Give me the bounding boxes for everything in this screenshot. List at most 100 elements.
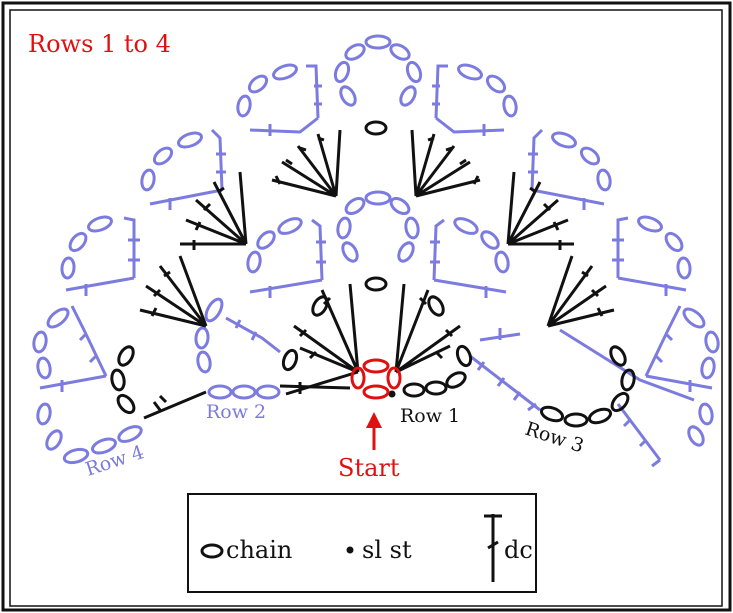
chain-symbol-icon — [45, 429, 63, 451]
chain-symbol-icon — [311, 295, 329, 317]
diagram-title: Rows 1 to 4 — [28, 30, 171, 58]
chain-symbol-icon — [563, 412, 589, 428]
chain-symbol-icon — [455, 344, 473, 368]
chain-symbol-icon — [68, 231, 88, 253]
chain-symbol-icon — [247, 74, 269, 94]
chain-symbol-icon — [609, 345, 627, 367]
chain-symbol-icon — [207, 384, 233, 400]
chain-symbol-icon — [389, 196, 411, 216]
chain-symbol-icon — [32, 330, 48, 354]
chain-symbol-icon — [704, 330, 720, 354]
chain-symbol-icon — [445, 371, 467, 389]
chain-symbol-icon — [502, 94, 518, 118]
chain-symbol-icon — [364, 120, 388, 136]
chain-symbol-icon — [364, 190, 392, 206]
chain-symbol-icon — [427, 295, 445, 317]
chain-symbol-icon — [539, 405, 565, 423]
chain-symbol-icon — [281, 348, 299, 372]
chain-symbol-icon — [344, 43, 366, 61]
chain-symbol-icon — [336, 216, 352, 240]
chain-symbol-icon — [350, 366, 366, 390]
chain-symbol-icon — [402, 382, 426, 398]
chain-symbol-icon — [424, 380, 448, 396]
chain-symbol-icon — [194, 326, 210, 350]
legend: chain sl st dc — [187, 493, 537, 593]
chain-symbol-icon — [551, 131, 577, 149]
chain-symbol-icon — [404, 216, 420, 240]
chain-symbol-icon — [60, 256, 76, 280]
chain-symbol-icon — [140, 168, 156, 192]
chain-symbol-icon — [676, 256, 692, 280]
chain-symbol-icon — [255, 384, 281, 400]
chain-symbol-icon — [277, 217, 303, 235]
chain-symbol-icon — [587, 407, 613, 425]
slip-stitch-symbol-icon — [388, 390, 396, 398]
chain-symbol-icon — [453, 217, 479, 235]
start-ring — [350, 358, 402, 400]
legend-chain-label: chain — [226, 536, 292, 564]
chain-symbol-icon — [698, 402, 714, 426]
chain-symbol-icon — [485, 74, 507, 94]
chain-symbol-icon — [687, 425, 705, 447]
chain-symbol-icon — [236, 94, 252, 118]
row-2-label: Row 2 — [206, 401, 266, 423]
legend-slst-label: sl st — [362, 536, 412, 564]
start-arrow-icon — [366, 412, 382, 450]
chain-symbol-icon — [272, 63, 298, 81]
chain-symbol-icon — [364, 34, 392, 50]
slip-stitch-symbol-icon — [346, 546, 354, 554]
chain-symbol-icon — [341, 241, 359, 263]
chain-symbol-icon — [700, 356, 716, 380]
chain-symbol-icon — [610, 391, 630, 413]
legend-dc-label: dc — [504, 536, 533, 564]
chain-symbol-icon — [596, 168, 612, 192]
chain-symbol-icon — [116, 393, 136, 415]
chain-symbol-icon — [386, 366, 402, 390]
chain-symbol-icon — [405, 60, 423, 84]
chain-symbol-icon — [204, 297, 224, 323]
inner-border — [9, 9, 723, 607]
row-3-label: Row 3 — [522, 418, 586, 458]
row-1-label: Row 1 — [400, 405, 460, 427]
chain-symbol-icon — [117, 345, 135, 367]
chain-symbol-icon — [362, 384, 390, 400]
chain-symbol-icon — [62, 447, 90, 465]
chain-symbol-icon — [457, 63, 483, 81]
chain-symbol-icon — [362, 358, 390, 374]
chain-symbol-icon — [494, 250, 510, 274]
blue-stitches — [32, 34, 720, 468]
chain-symbol-icon — [231, 384, 257, 400]
chain-symbol-icon — [480, 230, 500, 250]
chain-symbol-icon — [389, 43, 411, 61]
chain-symbol-icon — [664, 231, 684, 253]
chain-symbol-icon — [682, 307, 706, 329]
black-stitches — [110, 120, 636, 428]
chain-symbol-icon — [399, 85, 417, 107]
chain-symbol-icon — [579, 146, 601, 166]
chain-symbol-icon — [246, 250, 262, 274]
chain-symbol-icon — [344, 196, 366, 216]
chain-symbol-icon — [91, 437, 117, 455]
chain-symbol-icon — [256, 230, 276, 250]
chain-symbol-icon — [196, 350, 212, 374]
chain-symbol-icon — [339, 85, 357, 107]
chain-symbol-icon — [397, 241, 415, 263]
chain-symbol-icon — [333, 60, 351, 84]
chain-symbol-icon — [177, 131, 203, 149]
chain-symbol-icon — [110, 368, 126, 392]
chain-symbol-icon — [117, 425, 143, 443]
chain-symbol-icon — [637, 215, 663, 233]
chain-symbol-icon — [152, 146, 174, 166]
double-crochet-symbol-icon — [484, 514, 502, 582]
legend-box — [187, 493, 537, 593]
start-label: Start — [338, 454, 400, 482]
chain-symbol-icon — [46, 307, 70, 329]
chain-symbol-icon — [620, 368, 636, 392]
chain-symbol-icon — [36, 356, 52, 380]
chain-symbol-icon — [36, 402, 52, 426]
chain-symbol-icon — [200, 543, 224, 559]
chain-symbol-icon — [87, 215, 113, 233]
